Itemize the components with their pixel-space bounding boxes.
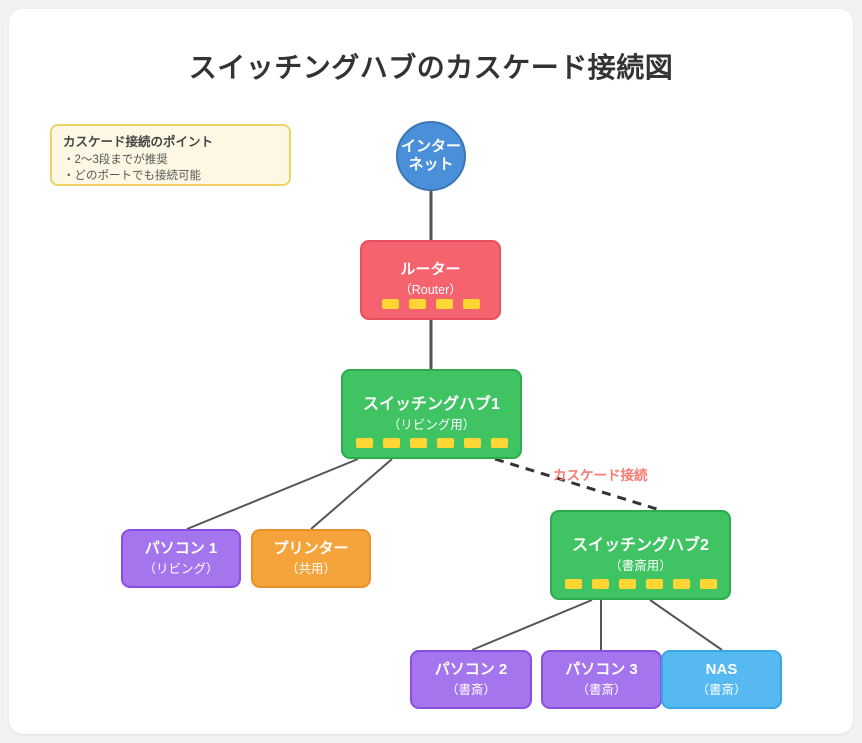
- node-pc3-subtitle: （書斎）: [576, 682, 627, 697]
- port-led: [490, 438, 508, 448]
- node-hub1[interactable]: スイッチングハブ1 （リビング用）: [341, 369, 522, 459]
- port-led: [564, 579, 582, 589]
- port-led: [645, 579, 663, 589]
- node-printer-subtitle: （共用）: [285, 561, 336, 576]
- node-pc2-title: パソコン 2: [434, 660, 508, 678]
- edge-hub2-pc2: [471, 599, 593, 651]
- node-nas-title: NAS: [705, 660, 738, 678]
- node-internet[interactable]: インター ネット: [396, 121, 466, 191]
- edge-hub2-nas: [649, 599, 723, 651]
- node-pc3[interactable]: パソコン 3 （書斎）: [541, 650, 662, 709]
- port-led: [436, 438, 454, 448]
- node-nas-subtitle: （書斎）: [696, 682, 747, 697]
- port-led: [618, 579, 636, 589]
- node-pc1[interactable]: パソコン 1 （リビング）: [121, 529, 241, 588]
- node-router-title: ルーター: [400, 261, 461, 279]
- node-pc2-subtitle: （書斎）: [445, 682, 496, 697]
- port-led: [435, 299, 453, 309]
- edge-hub1-printer: [310, 458, 393, 530]
- node-pc1-title: パソコン 1: [144, 539, 218, 557]
- node-nas[interactable]: NAS （書斎）: [661, 650, 782, 709]
- node-printer-title: プリンター: [273, 539, 349, 557]
- node-hub2-subtitle: （書斎用）: [609, 558, 672, 573]
- node-pc1-subtitle: （リビング）: [143, 561, 219, 576]
- node-pc3-title: パソコン 3: [565, 660, 638, 678]
- port-led: [381, 299, 399, 309]
- info-box: カスケード接続のポイント ・2〜3段までが推奨 ・どのポートでも接続可能: [50, 124, 291, 186]
- node-hub2[interactable]: スイッチングハブ2 （書斎用）: [550, 510, 731, 600]
- node-hub1-title: スイッチングハブ1: [363, 395, 500, 413]
- port-led: [699, 579, 717, 589]
- port-led: [355, 438, 373, 448]
- port-led: [408, 299, 426, 309]
- port-led: [463, 438, 481, 448]
- node-printer[interactable]: プリンター （共用）: [251, 529, 371, 588]
- port-led: [672, 579, 690, 589]
- node-internet-title: インター ネット: [400, 138, 461, 173]
- port-led: [462, 299, 480, 309]
- node-hub1-subtitle: （リビング用）: [387, 417, 476, 432]
- port-led: [382, 438, 400, 448]
- node-router[interactable]: ルーター （Router）: [360, 240, 501, 320]
- info-box-title: カスケード接続のポイント: [63, 135, 214, 149]
- port-led: [409, 438, 427, 448]
- info-box-item-2: ・どのポートでも接続可能: [63, 170, 201, 183]
- node-pc2[interactable]: パソコン 2 （書斎）: [410, 650, 532, 709]
- port-led: [591, 579, 609, 589]
- hub1-port-leds: [343, 438, 520, 448]
- node-router-subtitle: （Router）: [399, 283, 462, 298]
- edge-hub1-hub2-cascade: [494, 457, 661, 512]
- cascade-connection-label: カスケード接続: [553, 468, 648, 483]
- page-title: スイッチングハブのカスケード接続図: [188, 52, 674, 83]
- hub2-port-leds: [552, 579, 729, 589]
- router-port-leds: [362, 299, 499, 309]
- edge-hub1-pc1: [186, 458, 359, 530]
- node-hub2-title: スイッチングハブ2: [572, 536, 709, 554]
- info-box-item-1: ・2〜3段までが推奨: [63, 153, 168, 166]
